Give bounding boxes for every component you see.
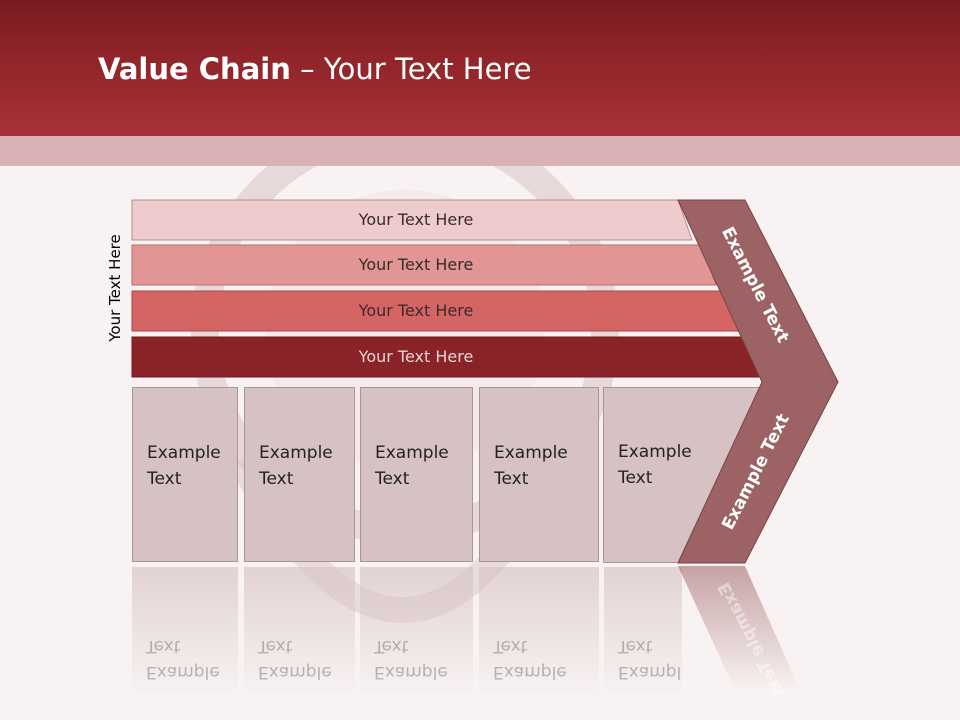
row-2-shape <box>131 244 717 286</box>
box-1-line2: Text <box>147 469 182 489</box>
title-bold: Value Chain <box>98 52 291 86</box>
row-1-shape <box>131 199 693 241</box>
chevron-reflection <box>678 566 800 690</box>
box-4-line1: Example <box>494 443 568 463</box>
row-4-label: Your Text Here <box>358 347 474 366</box>
chevron-shape <box>677 199 839 564</box>
row-3-label: Your Text Here <box>358 301 474 320</box>
box-2-line1: Example <box>259 443 333 463</box>
box-2-line2: Text <box>259 469 294 489</box>
title-band <box>0 136 960 166</box>
box-4-line2: Text <box>494 469 529 489</box>
box-3-line2: Text <box>375 469 410 489</box>
title-rest: – Your Text Here <box>290 52 532 86</box>
row-1-label: Your Text Here <box>358 210 474 229</box>
box-1-line1: Example <box>147 443 221 463</box>
box-3-line1: Example <box>375 443 449 463</box>
title-bar <box>0 0 960 136</box>
box-5-line1: Example <box>618 442 692 462</box>
slide-title: Value Chain – Your Text Here <box>98 52 532 86</box>
box-5-line2: Text <box>618 468 653 488</box>
row-2-label: Your Text Here <box>358 255 474 274</box>
